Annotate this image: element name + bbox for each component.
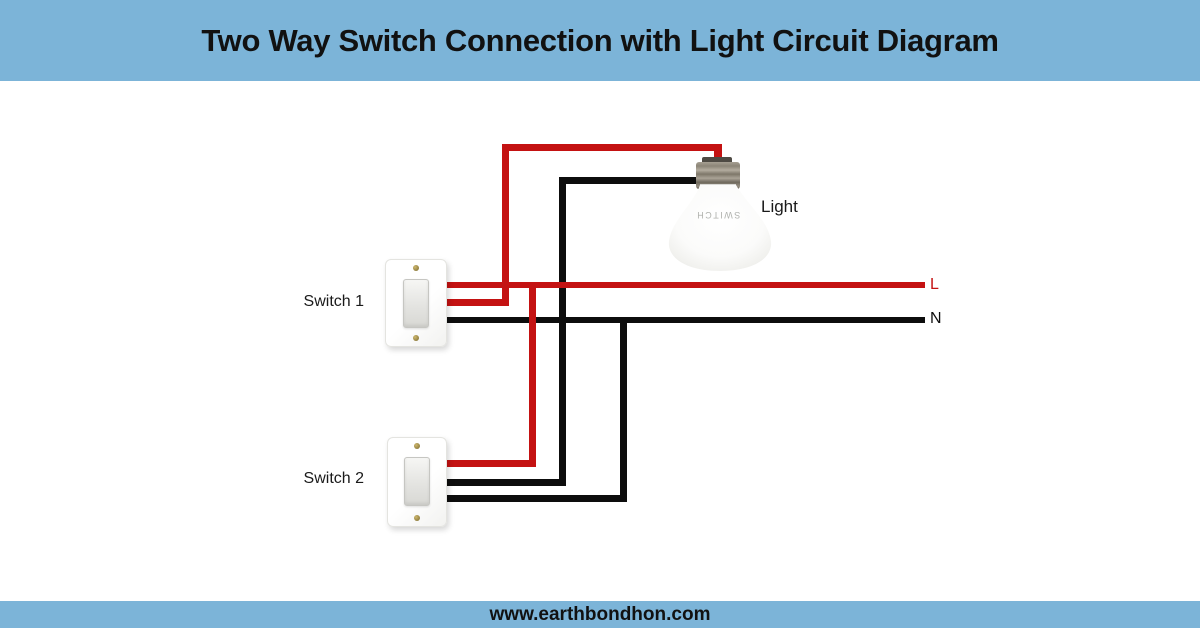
switch1-rocker bbox=[403, 279, 429, 328]
light-bulb: SWITCH bbox=[668, 157, 772, 271]
switch1-screw-bottom bbox=[413, 335, 419, 341]
neutral-label: N bbox=[930, 310, 942, 327]
switch2-plate bbox=[387, 437, 447, 527]
page-title: Two Way Switch Connection with Light Cir… bbox=[201, 22, 999, 58]
wire-neutral-line bbox=[444, 317, 925, 323]
website-url: www.earthbondhon.com bbox=[489, 603, 711, 625]
wire-red-bulb-drop bbox=[714, 144, 722, 165]
title-bar: Two Way Switch Connection with Light Cir… bbox=[0, 0, 1200, 81]
switch2-rocker bbox=[404, 457, 430, 506]
wire-live-line bbox=[444, 282, 925, 288]
wire-switch2-black-1 bbox=[444, 479, 566, 486]
wire-red-top-horizontal bbox=[502, 144, 722, 151]
live-label: L bbox=[930, 276, 939, 293]
switch2-label: Switch 2 bbox=[303, 470, 364, 487]
switch2-screw-top bbox=[414, 443, 420, 449]
wire-black-vertical-1 bbox=[559, 177, 566, 486]
light-label: Light bbox=[761, 197, 798, 216]
wire-switch2-red bbox=[444, 460, 536, 467]
wire-black-bulb-feed bbox=[559, 177, 706, 184]
switch1-label: Switch 1 bbox=[303, 293, 364, 310]
footer-bar: www.earthbondhon.com bbox=[0, 601, 1200, 628]
wire-black-vertical-2 bbox=[620, 317, 627, 502]
switch1-plate bbox=[385, 259, 447, 347]
wire-switch2-black-2 bbox=[444, 495, 627, 502]
wire-red-vertical-2 bbox=[529, 282, 536, 467]
switch1-screw-top bbox=[413, 265, 419, 271]
wire-red-vertical-1 bbox=[502, 144, 509, 306]
wire-switch1-red-2 bbox=[444, 299, 509, 306]
switch2-screw-bottom bbox=[414, 515, 420, 521]
bulb-body bbox=[668, 185, 772, 271]
bulb-screw-base bbox=[696, 162, 740, 189]
bulb-brand-text: SWITCH bbox=[696, 210, 741, 220]
